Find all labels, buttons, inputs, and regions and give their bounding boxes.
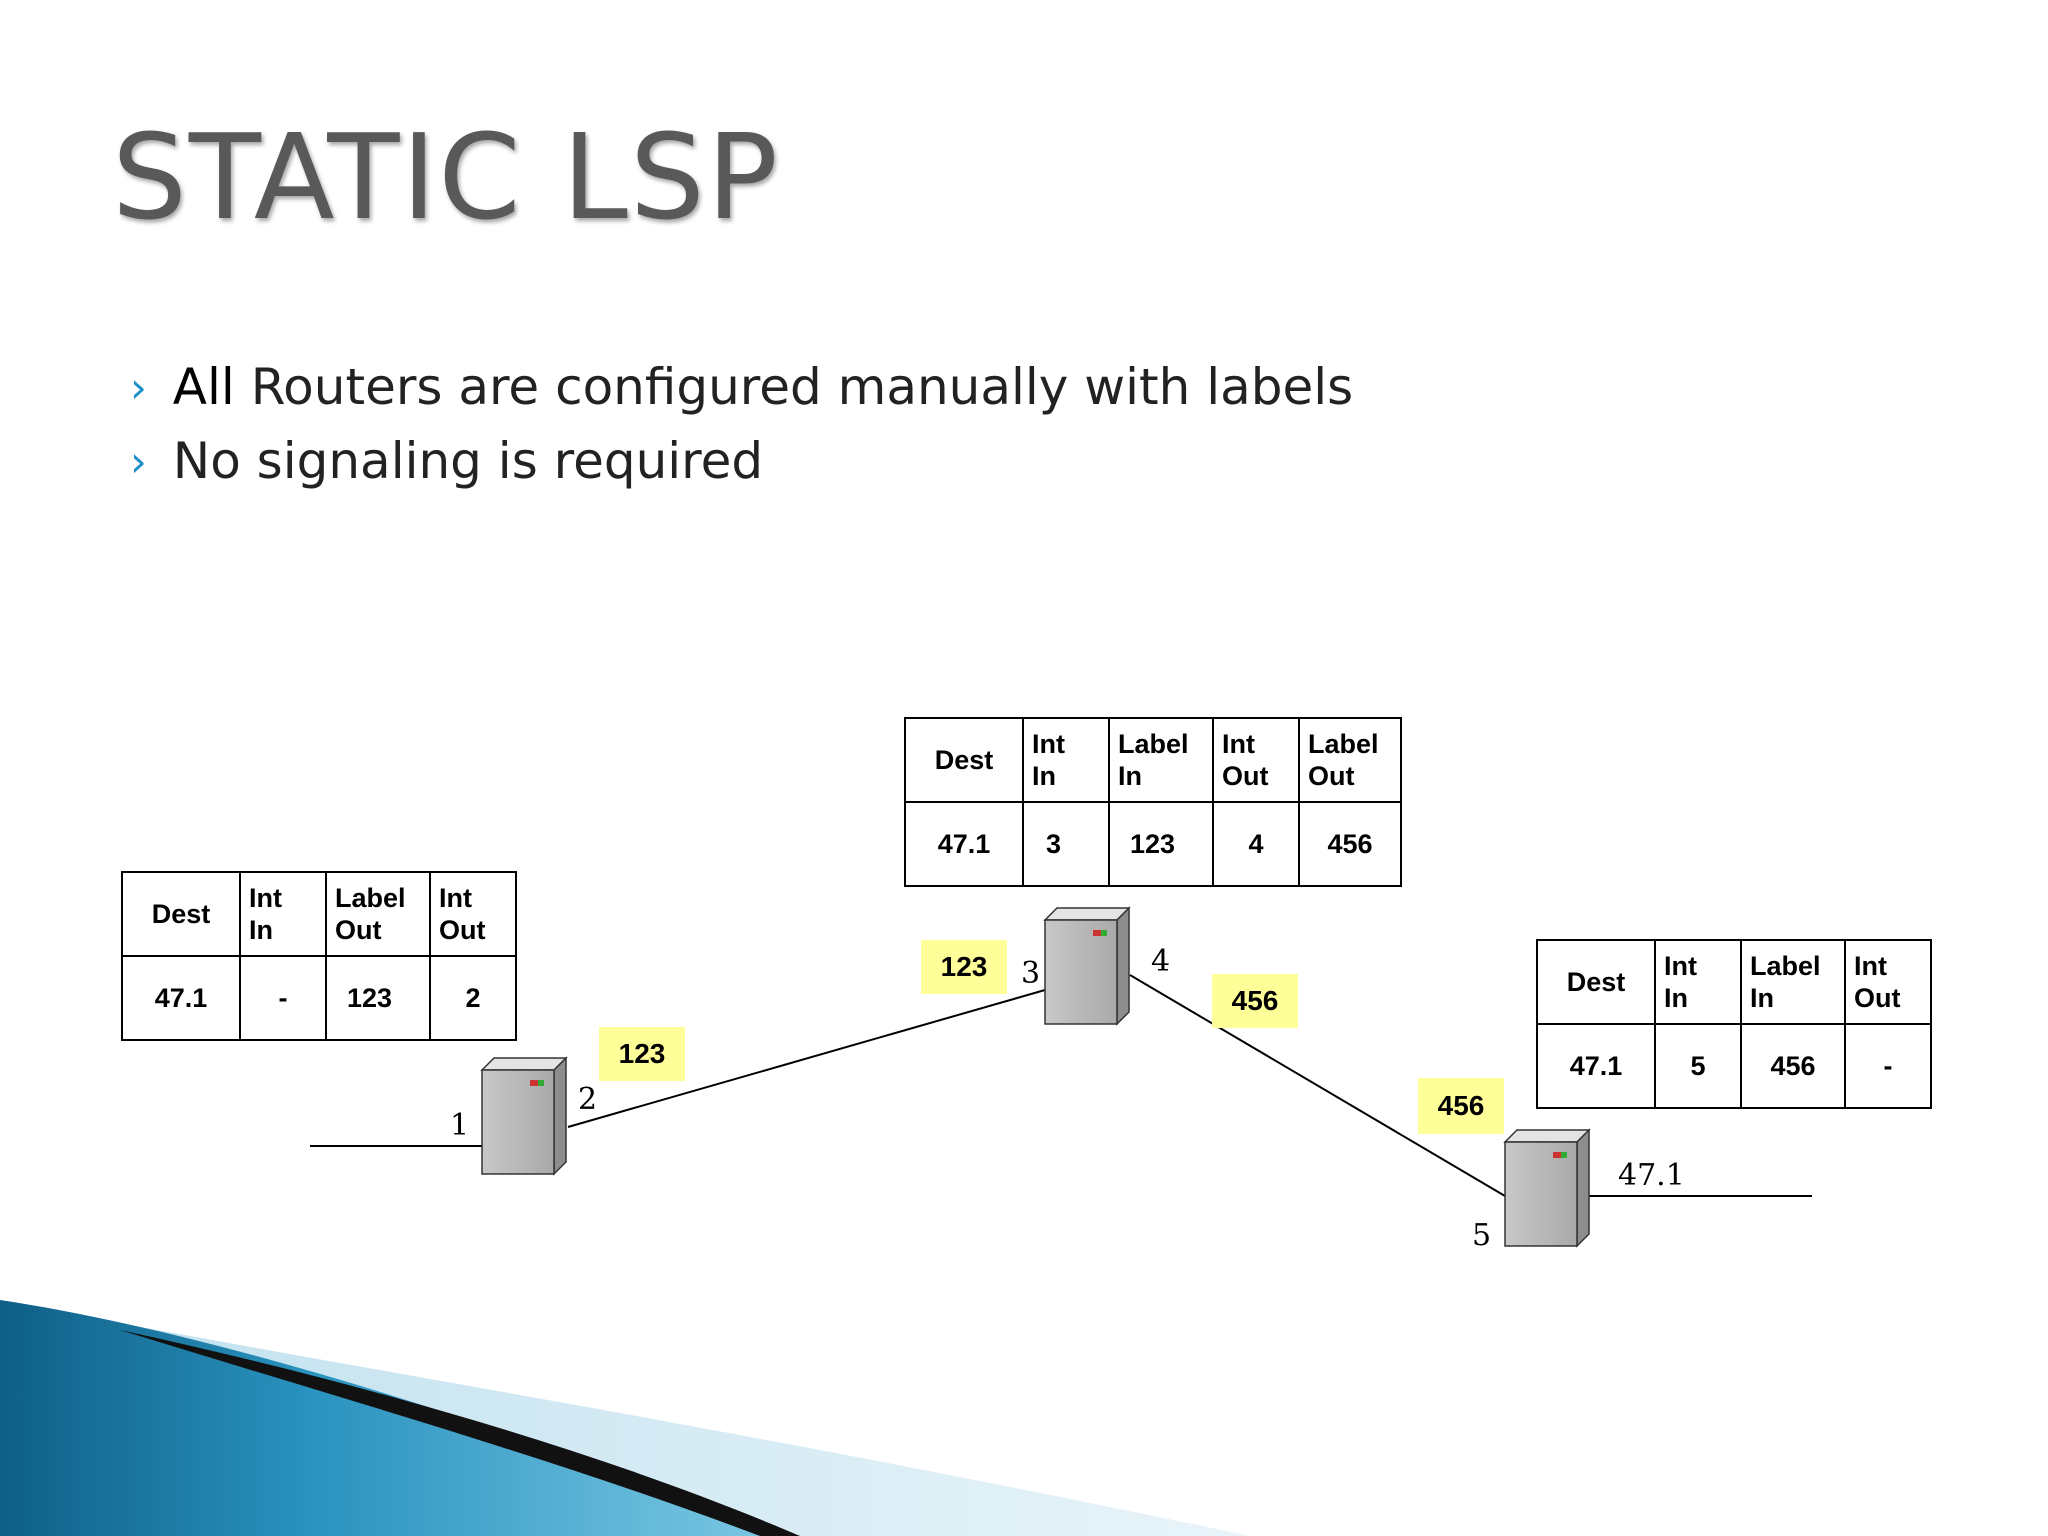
table-cell: 5 — [1654, 1023, 1742, 1109]
destination-label: 47.1 — [1618, 1158, 1685, 1193]
table-header: Dest — [121, 871, 241, 957]
router-2-icon — [1043, 906, 1131, 1026]
table-header: Int Out — [1212, 717, 1300, 803]
link-r2-r3 — [1129, 974, 1506, 1197]
table-header: Dest — [904, 717, 1024, 803]
bullet-1: › All Routers are configured manually wit… — [130, 358, 1353, 416]
link-r1-r2 — [567, 989, 1046, 1128]
interface-label: 4 — [1151, 944, 1171, 979]
table-header: Int In — [1654, 939, 1742, 1025]
table-cell: 3 — [1022, 801, 1110, 887]
table-header: Label In — [1740, 939, 1846, 1025]
table-cell: 123 — [1108, 801, 1214, 887]
interface-label: 5 — [1472, 1218, 1492, 1253]
table-cell: 47.1 — [904, 801, 1024, 887]
table-cell: 456 — [1298, 801, 1402, 887]
label-table-left: Dest Int In Label Out Int Out 47.1 - 123… — [121, 871, 517, 1041]
label-tag-link2: 456 — [1418, 1078, 1504, 1134]
table-cell: - — [239, 955, 327, 1041]
interface-label: 1 — [450, 1108, 470, 1143]
table-cell: 2 — [429, 955, 517, 1041]
table-header: Int Out — [429, 871, 517, 957]
table-header: Label Out — [1298, 717, 1402, 803]
bullet-2: › No signaling is required — [130, 432, 763, 490]
router-3-icon — [1503, 1128, 1591, 1248]
label-table-middle: Dest Int In Label In Int Out Label Out 4… — [904, 717, 1402, 887]
interface-label: 3 — [1021, 956, 1041, 991]
bullet-chevron-icon: › — [130, 363, 147, 412]
table-cell: 456 — [1740, 1023, 1846, 1109]
label-tag-router2-in: 123 — [921, 940, 1007, 994]
bullet-1-strong: All — [172, 358, 235, 416]
slide-title: STATIC LSP — [112, 108, 780, 246]
bullet-2-text: No signaling is required — [172, 432, 764, 490]
table-header: Int In — [1022, 717, 1110, 803]
table-header: Label Out — [325, 871, 431, 957]
table-header: Dest — [1536, 939, 1656, 1025]
label-tag-router2-out: 456 — [1212, 974, 1298, 1028]
table-header: Int Out — [1844, 939, 1932, 1025]
label-table-right: Dest Int In Label In Int Out 47.1 5 456 … — [1536, 939, 1932, 1109]
router-1-icon — [480, 1056, 568, 1176]
decorative-wave — [0, 1300, 1250, 1536]
interface-label: 2 — [578, 1082, 598, 1117]
bullet-1-text: Routers are configured manually with lab… — [234, 358, 1354, 416]
bullet-chevron-icon: › — [130, 437, 147, 486]
table-cell: 123 — [325, 955, 431, 1041]
table-cell: 4 — [1212, 801, 1300, 887]
table-header: Label In — [1108, 717, 1214, 803]
table-cell: - — [1844, 1023, 1932, 1109]
table-cell: 47.1 — [1536, 1023, 1656, 1109]
label-tag-link1: 123 — [599, 1027, 685, 1081]
table-header: Int In — [239, 871, 327, 957]
table-cell: 47.1 — [121, 955, 241, 1041]
